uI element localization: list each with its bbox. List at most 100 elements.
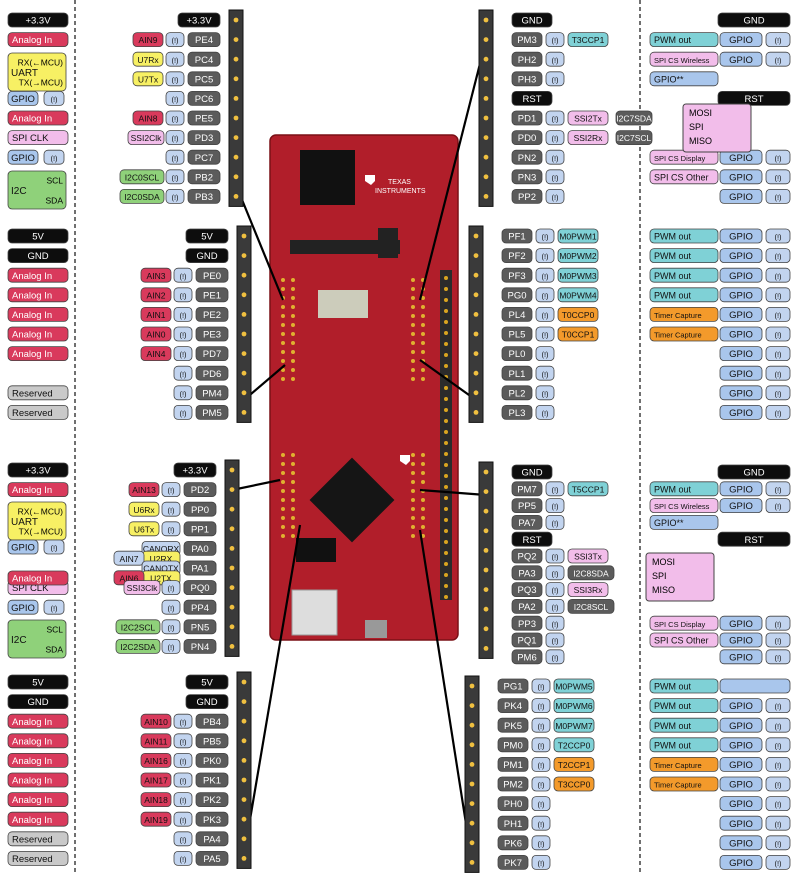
svg-text:RST: RST <box>745 535 764 546</box>
svg-text:(!): (!) <box>541 291 549 300</box>
alt-function: T3CCP1 <box>567 32 609 47</box>
pin-box: PA5 <box>195 851 229 866</box>
svg-text:GND: GND <box>196 697 217 708</box>
gpio-label: GPIO <box>719 615 763 631</box>
svg-text:AIN16: AIN16 <box>144 756 168 766</box>
svg-text:T0CCP0: T0CCP0 <box>562 310 595 320</box>
header-wires <box>231 39 488 863</box>
svg-text:(!): (!) <box>171 173 179 182</box>
left-1-row: PC7(!)GPIO(!) <box>7 149 221 165</box>
warning-flag: (!) <box>531 678 551 694</box>
warning-flag: (!) <box>545 599 565 614</box>
wire <box>418 39 488 301</box>
svg-text:PC6: PC6 <box>195 94 213 105</box>
alt-function: SSI2Rx <box>567 130 609 146</box>
analog-label: Analog In <box>7 110 69 126</box>
pin-box: PL0 <box>501 346 533 362</box>
svg-text:M0PWM1: M0PWM1 <box>559 232 597 242</box>
spi-clk-label: SPI CLK <box>7 130 69 146</box>
function-label: SPI CS Other <box>649 632 719 648</box>
svg-text:(!): (!) <box>774 839 782 848</box>
warning-flag: (!) <box>545 188 565 204</box>
warning-flag: (!) <box>165 91 185 106</box>
left-2-row: PM4(!)Reserved <box>7 385 229 401</box>
left-1-row: PC6(!)GPIO(!) <box>7 91 221 106</box>
analog-label: Analog In <box>7 306 69 322</box>
svg-text:GPIO: GPIO <box>11 543 35 554</box>
svg-text:(!): (!) <box>167 604 175 613</box>
svg-text:M0PWM6: M0PWM6 <box>555 701 593 711</box>
svg-text:PA2: PA2 <box>518 602 535 613</box>
svg-text:GPIO: GPIO <box>729 838 753 849</box>
left-3-row: PN5(!)I2C2SCL <box>115 619 217 635</box>
svg-text:T2CCP1: T2CCP1 <box>558 760 591 770</box>
warning-flag: (!) <box>535 385 555 401</box>
pin-box: PF1 <box>501 228 533 244</box>
i2c-function: I2C2SCL <box>115 619 161 635</box>
reserved-label: Reserved <box>7 385 69 401</box>
function-label: Timer Capture <box>649 326 719 342</box>
svg-text:(!): (!) <box>551 56 559 65</box>
right-4-row: PH0(!)GPIO(!) <box>497 796 791 811</box>
ain-function: AIN3 <box>140 267 172 283</box>
right-2-row: PL1(!)GPIO(!) <box>501 365 791 381</box>
svg-text:RST: RST <box>523 535 542 546</box>
analog-label: Analog In <box>7 326 69 342</box>
svg-text:CANORX: CANORX <box>143 544 180 554</box>
svg-text:PG1: PG1 <box>503 682 522 693</box>
svg-text:PWM out: PWM out <box>654 682 692 692</box>
warning-flag: (!) <box>43 599 65 615</box>
left-3-row: PN4(!)I2C2SDA <box>115 639 217 654</box>
svg-text:+3.3V: +3.3V <box>25 466 51 477</box>
warning-flag: (!) <box>161 580 181 595</box>
right-1-row: PH3(!)GPIO** <box>511 71 719 87</box>
svg-text:(!): (!) <box>167 486 175 495</box>
svg-text:MOSI: MOSI <box>652 557 675 567</box>
header-strip-left-3 <box>224 459 240 657</box>
svg-text:U6Tx: U6Tx <box>134 524 155 534</box>
gpio-label: GPIO <box>719 855 763 870</box>
svg-text:Analog In: Analog In <box>12 485 52 496</box>
svg-text:UART: UART <box>11 517 38 528</box>
ti-logo-text: TEXAS <box>388 179 411 186</box>
warning-flag: (!) <box>173 346 193 362</box>
svg-text:GPIO: GPIO <box>729 310 753 321</box>
wire <box>234 184 285 301</box>
warning-flag: (!) <box>765 776 791 792</box>
svg-text:PK1: PK1 <box>203 776 221 787</box>
svg-text:GPIO: GPIO <box>729 636 753 647</box>
pin-box: PH1 <box>497 815 529 831</box>
power-label: GND <box>7 694 69 709</box>
svg-text:(!): (!) <box>551 553 559 562</box>
svg-text:Analog In: Analog In <box>12 756 52 767</box>
uart-function: U7Rx <box>132 51 164 67</box>
svg-text:(!): (!) <box>774 370 782 379</box>
warning-flag: (!) <box>165 51 185 67</box>
warning-flag: (!) <box>545 565 565 581</box>
analog-label: Analog In <box>7 792 69 807</box>
svg-text:(!): (!) <box>774 653 782 662</box>
svg-text:(!): (!) <box>537 741 545 750</box>
svg-text:(!): (!) <box>774 173 782 182</box>
gpio-label: GPIO <box>719 267 763 283</box>
right-3-row: PQ3(!)SSI3Rx <box>511 582 609 597</box>
power-pin: RST <box>511 91 553 106</box>
reserved-label: Reserved <box>7 404 69 420</box>
svg-text:GND: GND <box>521 468 542 479</box>
function-label: PWM out <box>649 267 719 283</box>
gpio-label: GPIO <box>719 776 763 792</box>
alt-function: M0PWM1 <box>557 228 599 244</box>
pin-box: PN3 <box>511 169 543 185</box>
power-pin: RST <box>511 531 553 547</box>
pin-box: PQ0 <box>183 580 217 595</box>
pin-box: PK6 <box>497 835 529 851</box>
